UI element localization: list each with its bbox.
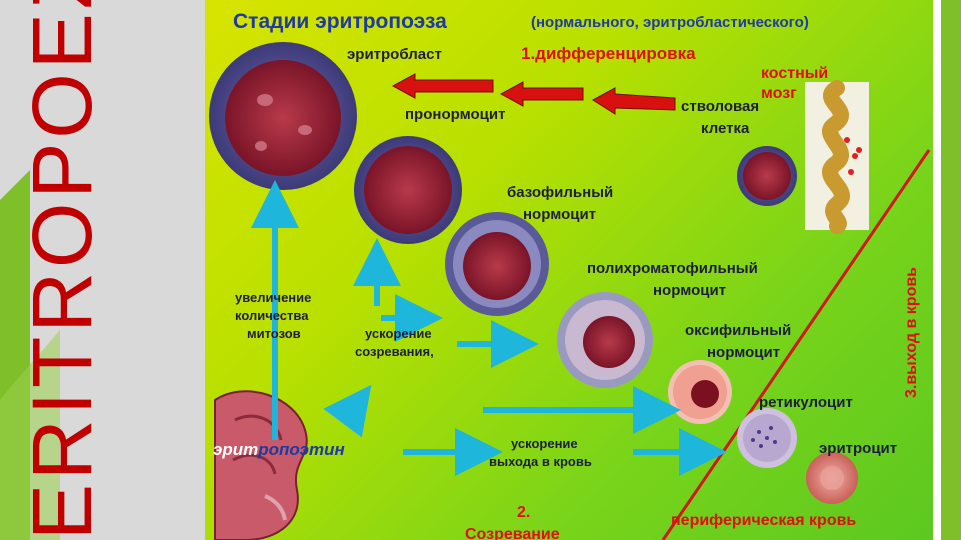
differentiation-arrows <box>391 73 676 115</box>
erythropoietin-label: эритропоэтин <box>213 440 345 460</box>
release-line2: выхода в кровь <box>489 454 592 469</box>
red-arrow-2 <box>499 81 584 107</box>
bone-marrow-image <box>805 80 869 234</box>
peripheral-blood-label: периферическая кровь <box>671 512 857 529</box>
maturation-line2: созревания, <box>355 344 434 359</box>
label-erythrocyte: эритроцит <box>819 440 898 457</box>
maturation-line1: ускорение <box>365 326 432 341</box>
cell-pronormocyte <box>354 136 462 244</box>
diagram-graphics <box>209 42 931 540</box>
mitosis-line2: количества <box>235 308 309 323</box>
release-line1: ускорение <box>511 436 578 451</box>
regulation-arrows <box>251 180 727 476</box>
step3-label: 3.выход в кровь <box>903 266 920 398</box>
diagram-title: Стадии эритропоэза <box>233 10 447 33</box>
label-erythroblast: эритробласт <box>347 46 442 63</box>
label-basophil-line2: нормоцит <box>523 206 597 223</box>
cyan-arrow-diag <box>323 384 372 438</box>
peripheral-divider-line <box>661 149 931 540</box>
sidebar: ERITROPOEZ <box>0 0 205 540</box>
diagram-subtitle: (нормального, эритробластического) <box>531 14 809 31</box>
step1-label: 1.дифференцировка <box>521 44 696 63</box>
cell-erythroblast <box>209 42 357 190</box>
label-polychrom-line1: полихроматофильный <box>587 260 758 277</box>
cell-basophilic-normocyte <box>445 212 549 316</box>
kidney-image <box>214 390 308 540</box>
label-stem-line2: клетка <box>701 120 750 137</box>
right-green-bar <box>941 0 961 540</box>
label-reticulocyte: ретикулоцит <box>759 394 853 411</box>
sidebar-title: ERITROPOEZ <box>15 0 109 540</box>
label-stem-line1: стволовая <box>681 98 760 115</box>
diagram-slide: Стадии эритропоэза (нормального, эритроб… <box>205 0 933 540</box>
bone-marrow-label: костный мозг <box>761 65 829 102</box>
right-edge-strip <box>933 0 961 540</box>
step2-number: 2. <box>517 504 531 521</box>
sidebar-decoration <box>0 170 60 540</box>
red-arrow-1 <box>391 73 494 99</box>
sidebar-green-shape <box>0 330 60 540</box>
label-pronormocyte: пронормоцит <box>405 106 506 123</box>
cell-erythrocyte <box>806 452 858 504</box>
step2-label: Созревание <box>465 526 560 540</box>
cell-polychromatophilic-normocyte <box>557 292 653 388</box>
erythropoietin-part1: эрит <box>213 440 259 459</box>
label-polychrom-line2: нормоцит <box>653 282 727 299</box>
cell-reticulocyte <box>737 408 797 468</box>
cell-oxyphilic-normocyte <box>668 360 732 424</box>
label-basophil-line1: базофильный <box>507 184 614 201</box>
mitosis-line1: увеличение <box>235 290 312 305</box>
erythropoietin-part2: ропоэтин <box>258 440 345 459</box>
red-arrow-3 <box>592 87 676 115</box>
label-oxyphil-line2: нормоцит <box>707 344 781 361</box>
cell-stem <box>737 146 797 206</box>
label-oxyphil-line1: оксифильный <box>685 322 792 339</box>
mitosis-line3: митозов <box>247 326 301 341</box>
